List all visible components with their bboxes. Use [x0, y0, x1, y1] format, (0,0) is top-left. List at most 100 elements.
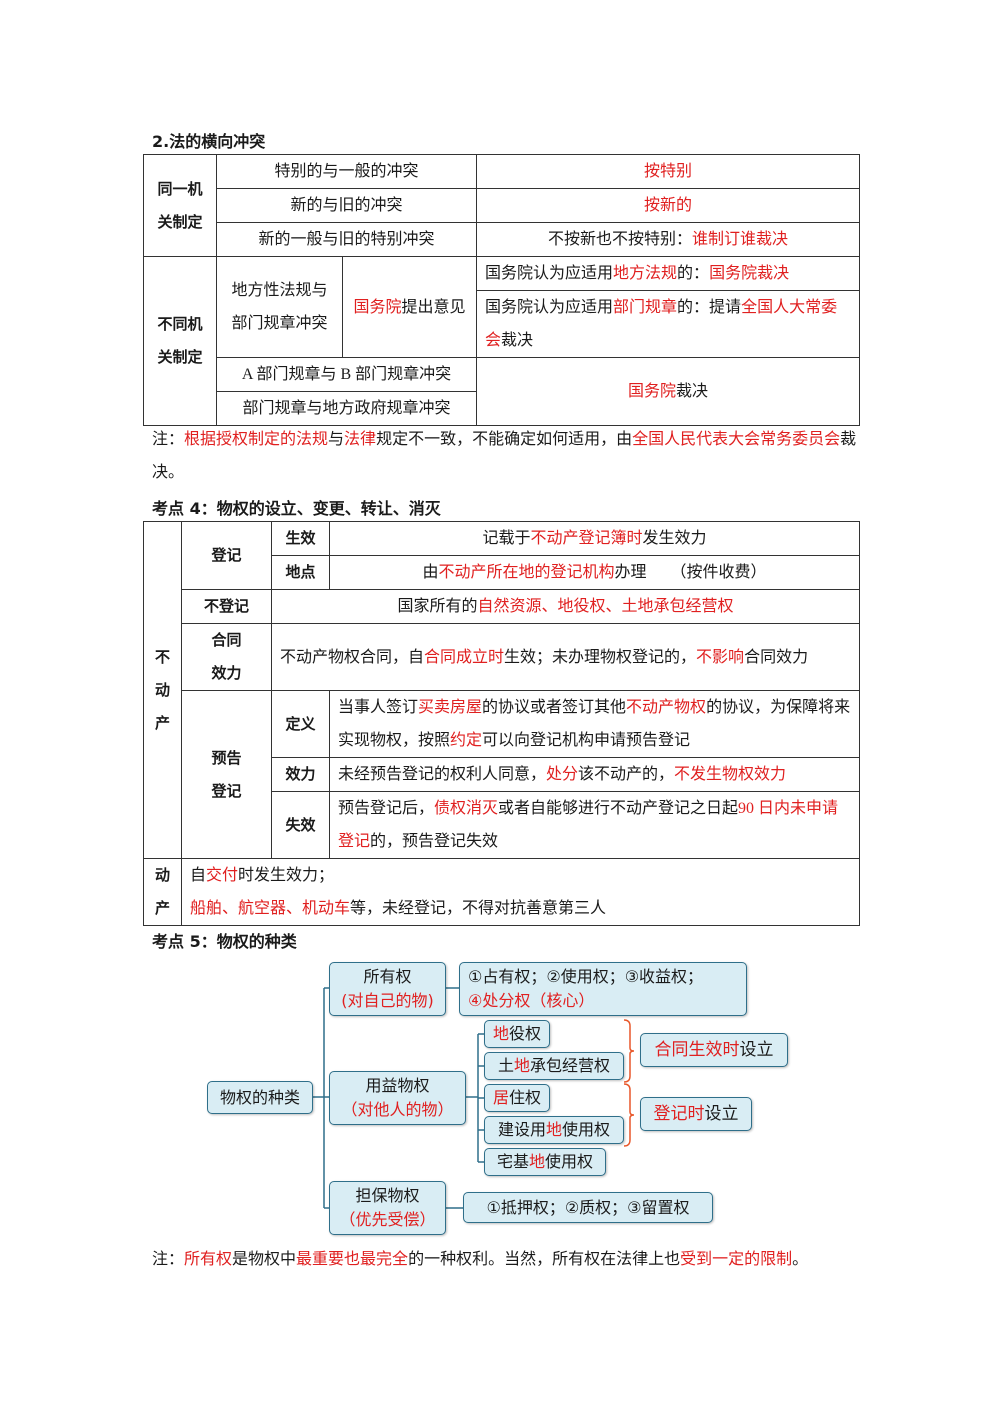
node-sub: (对自己的物): [341, 991, 434, 1010]
ownership-rights-node: ①占有权；②使用权；③收益权； ④处分权（核心）: [459, 962, 747, 1016]
cell-red: 买卖房屋: [418, 699, 483, 716]
cell-text: 该不动产的，: [578, 766, 675, 783]
note-red: 法律: [344, 431, 377, 448]
movable-label: 动产: [143, 858, 182, 926]
cell-red: 交付: [206, 867, 239, 884]
force-cell: 未经预告登记的权利人同意，处分该不动产的，不发生物权效力: [329, 757, 860, 792]
definition-label: 定义: [271, 690, 330, 758]
cell-text: 预告登记后，: [338, 800, 435, 817]
item-red: 地: [492, 1024, 509, 1043]
rule-text: 不按新也不按特别：: [548, 231, 693, 248]
section-heading: 考点 4：物权的设立、变更、转让、消灭: [152, 499, 441, 518]
cell-red: 不动产登记簿时: [530, 530, 643, 547]
cell-red: 处分: [546, 766, 579, 783]
state-council-text: 国务院: [628, 383, 677, 400]
note-red: 最重要也最完全: [296, 1251, 409, 1268]
movable-text: 动产: [154, 866, 170, 917]
rights-line: ①占有权；②使用权；③收益权；: [468, 967, 704, 986]
property-rights-table: 不动产 登记 生效 记载于不动产登记簿时发生效力 地点 由不动产所在地的登记机构…: [143, 521, 860, 926]
cell-text: 国家所有的: [397, 598, 478, 615]
cell-red: 90 日内未申请登记: [338, 800, 839, 850]
rule-text-red: 谁制订谁裁决: [692, 231, 789, 248]
opt-text: 裁决: [501, 332, 534, 349]
security-rights-node: ①抵押权；②质权；③留置权: [463, 1192, 713, 1223]
rule-cell: 按新的: [476, 188, 861, 223]
contract-cell: 不动产物权合同，自合同成立时生效；未办理物权登记的，不影响合同效力: [271, 623, 860, 691]
cell-text: 记载于: [482, 530, 531, 547]
cell-text: 的协议，为保障将来实现物权，按照: [338, 699, 851, 749]
node-title: 用益物权: [365, 1076, 430, 1095]
state-council-decide-cell: 国务院裁决: [476, 357, 861, 426]
item-text: 住权: [509, 1088, 542, 1107]
note-text: 是物权中: [232, 1251, 297, 1268]
note-text: 注：: [152, 431, 185, 448]
cond-red: 合同生效时: [654, 1040, 740, 1060]
note-text: 裁决。: [152, 431, 857, 481]
opt-red: 地方法规: [613, 265, 678, 282]
cell-text: 不动产物权合同，自: [280, 648, 425, 666]
opt-text: 的：: [677, 265, 710, 282]
opt-text: 国务院认为应适用: [485, 299, 614, 316]
cell-text: 未经预告登记的权利人同意，: [338, 766, 547, 783]
item-red: 居: [492, 1088, 509, 1107]
note-authorized-regulations: 注：根据授权制定的法规与法律规定不一致，不能确定如何适用，由全国人民代表大会常务…: [152, 423, 862, 489]
section-heading: 考点 5：物权的种类: [152, 932, 297, 951]
conflict-cell: 新的一般与旧的特别冲突: [215, 222, 478, 257]
node-sub: （对他人的物）: [341, 1100, 454, 1119]
section-heading: 2.法的横向冲突: [152, 132, 266, 151]
cell-red: 自然资源、地役权、土地承包经营权: [477, 598, 734, 615]
cell-text: 自: [190, 867, 207, 884]
cond-red: 登记时: [653, 1104, 705, 1124]
cell-text: 可以向登记机构申请预告登记: [482, 732, 691, 749]
cell-red: 船舶、航空器、机动车: [190, 900, 351, 917]
land-contract-node: 土地承包经营权: [484, 1052, 624, 1080]
opt-text: 的：提请: [677, 299, 742, 316]
effect-cell: 记载于不动产登记簿时发生效力: [329, 521, 860, 556]
item-text: 役权: [509, 1024, 542, 1043]
note-text: 注：: [152, 1251, 185, 1268]
no-register-cell: 国家所有的自然资源、地役权、土地承包经营权: [271, 589, 860, 624]
place-cell: 由不动产所在地的登记机构办理 （按件收费）: [329, 555, 860, 590]
cell-red: 不动产物权: [626, 699, 707, 716]
item-red: 地: [513, 1056, 530, 1075]
no-register-label: 不登记: [181, 589, 272, 624]
cell-text: 由: [422, 564, 439, 581]
node-title: 所有权: [363, 967, 412, 986]
item-text: 承包经营权: [530, 1056, 611, 1075]
opt-red: 国务院裁决: [709, 265, 790, 282]
note-red: 根据授权制定的法规: [184, 431, 329, 448]
item-text: 宅基: [496, 1152, 529, 1171]
cell-text: 等，未经登记，不得对抗善意第三人: [350, 900, 607, 917]
cell-text: 时发生效力；: [238, 867, 335, 884]
opinion-text: 提出意见: [401, 298, 466, 316]
note-red: 受到一定的限制: [680, 1251, 793, 1268]
easement-node: 地役权: [484, 1020, 550, 1048]
item-text: 使用权: [562, 1120, 611, 1139]
register-label: 登记: [181, 521, 272, 590]
cell-text: 当事人签订: [338, 699, 419, 716]
dept-local-gov-cell: 部门规章与地方政府规章冲突: [215, 391, 478, 426]
item-text: 建设用: [497, 1120, 546, 1139]
cell-red: 不发生物权效力: [674, 766, 787, 783]
item-red: 地: [528, 1152, 545, 1171]
cond-text: 设立: [739, 1040, 774, 1060]
note-ownership: 注：所有权是物权中最重要也最完全的一种权利。当然，所有权在法律上也受到一定的限制…: [152, 1243, 872, 1276]
cell-red: 债权消灭: [434, 800, 499, 817]
cell-red: 不动产所在地的登记机构: [438, 564, 615, 581]
note-red: 全国人民代表大会常务委员会: [632, 431, 841, 448]
usufruct-node: 用益物权 （对他人的物）: [329, 1071, 466, 1125]
note-text: 。: [792, 1251, 809, 1268]
immovable-label: 不动产: [143, 521, 182, 859]
rights-line-red: ④处分权（核心）: [468, 991, 595, 1010]
note-text: 规定不一致，不能确定如何适用，由: [376, 431, 633, 448]
cell-text: 合同效力: [744, 648, 809, 666]
horizontal-conflict-table: 同一机关制定 特别的与一般的冲突 按特别 新的与旧的冲突 按新的 新的一般与旧的…: [143, 154, 861, 426]
cell-text: 的协议或者签订其他: [482, 699, 627, 716]
item-red: 地: [545, 1120, 562, 1139]
cell-text: 发生效力: [642, 530, 707, 547]
state-council-opinion-cell: 国务院提出意见: [341, 256, 478, 358]
cell-text: 或者自能够进行不动产登记之日起: [498, 800, 739, 817]
node-title: 担保物权: [355, 1186, 420, 1205]
opt-text: 国务院认为应适用: [485, 265, 614, 282]
conflict-cell: 新的与旧的冲突: [215, 188, 478, 223]
